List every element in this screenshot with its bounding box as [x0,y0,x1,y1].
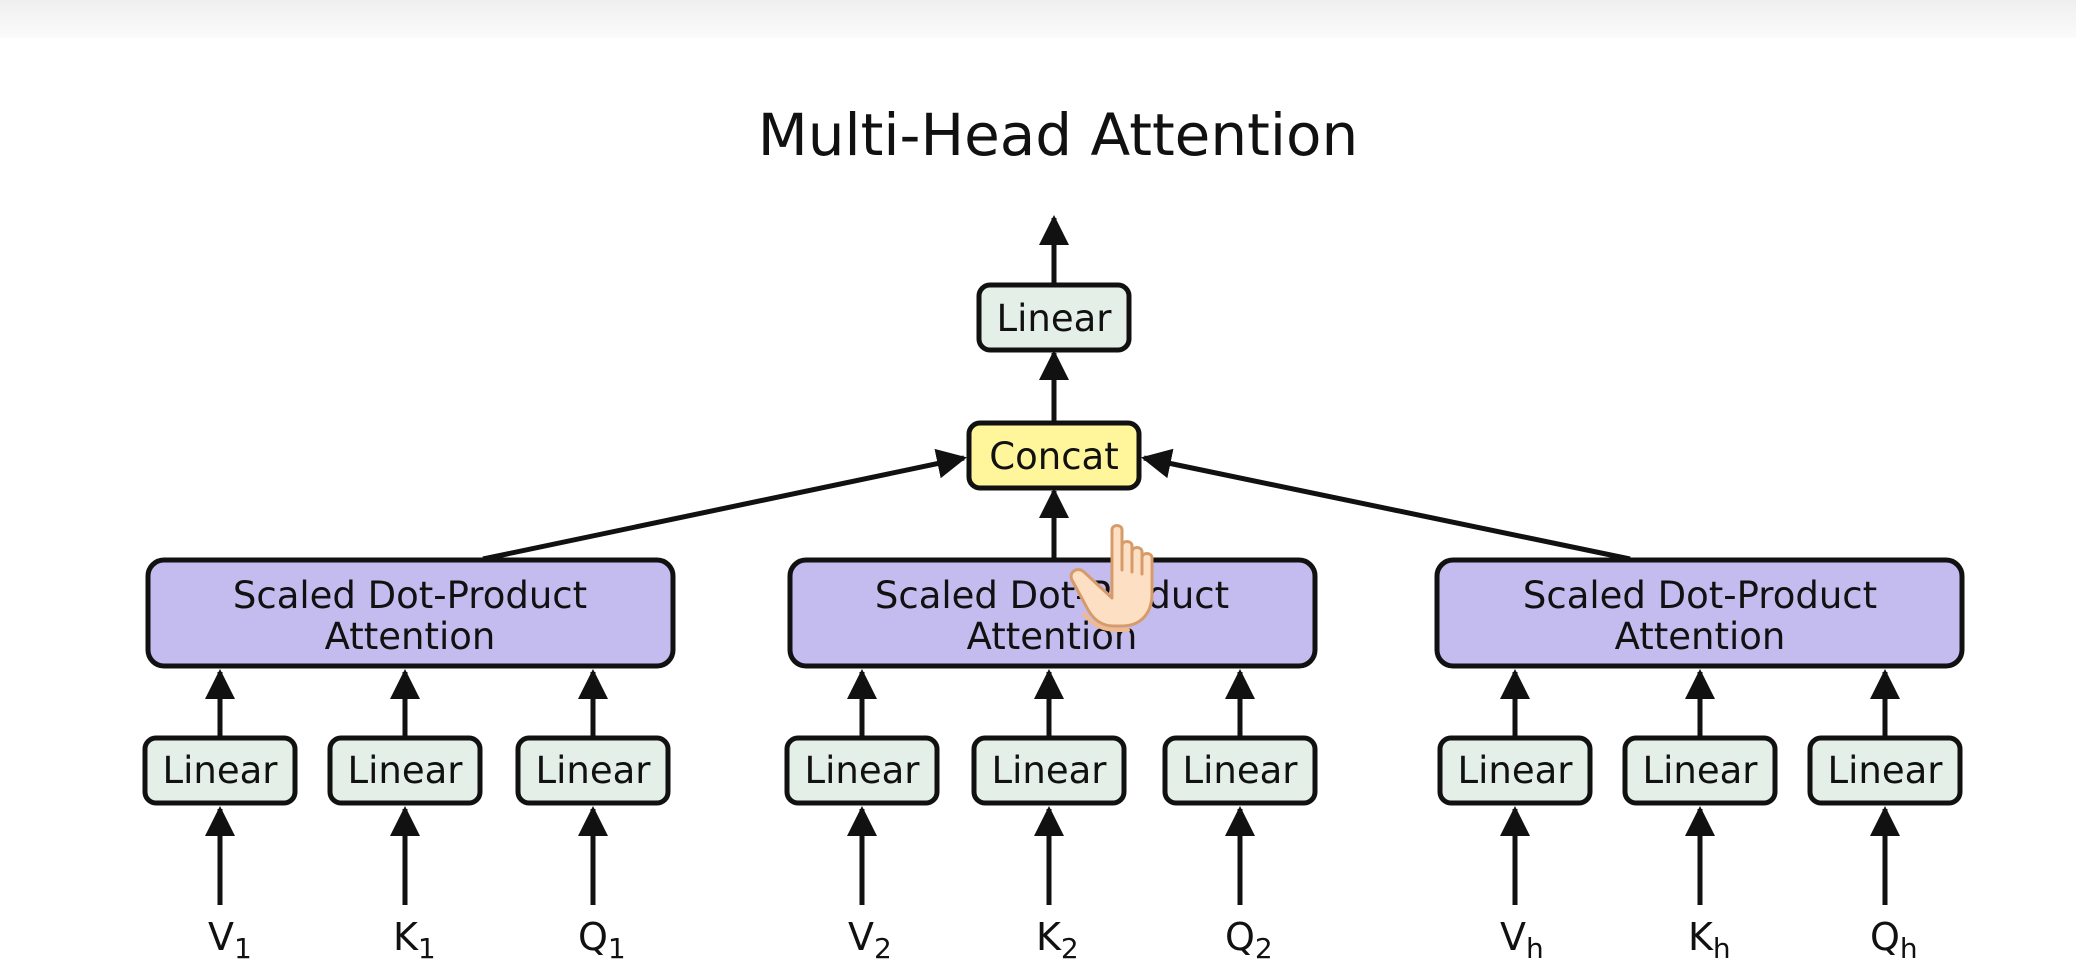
linear-label: Linear [1458,749,1574,792]
input-subscript: 2 [874,932,892,965]
input-letter: V [848,915,874,959]
linear-box [1437,735,1593,806]
linear-label: Linear [163,749,279,792]
attention-box [787,557,1318,669]
linear-label: Linear [348,749,464,792]
input-letter: K [1036,915,1062,959]
concat-block: Concat [966,420,1142,491]
input-label-q2: Q2 [1225,915,1273,965]
input-letter: Q [1225,915,1255,959]
linear-label: Linear [992,749,1108,792]
input-subscript: h [1713,932,1731,965]
linear-label: Linear [536,749,652,792]
input-label-vh: Vh [1500,915,1544,965]
linear-box [971,735,1127,806]
input-subscript: 1 [418,932,436,965]
diagram-title: Multi-Head Attention [758,101,1358,169]
top-bar [0,0,2076,38]
attention-label-line1: Scaled Dot-Product [1523,574,1877,617]
input-label-q1: Q1 [578,915,626,965]
attention-label-line1: Scaled Dot-Product [875,574,1229,617]
linear-box [1807,735,1963,806]
attention-label-line2: Attention [1615,615,1786,658]
input-subscript: h [1526,932,1544,965]
head-1-to-concat-arrow [482,448,967,562]
head-h-to-concat-arrow [1141,448,1631,562]
input-label-k2: K2 [1036,915,1079,965]
input-letter: V [208,915,234,959]
input-subscript: h [1900,932,1918,965]
input-subscript: 1 [608,932,626,965]
input-label-v2: V2 [848,915,892,965]
attention-label-line1: Scaled Dot-Product [233,574,587,617]
input-letter: K [1688,915,1714,959]
input-label-kh: Kh [1688,915,1731,965]
linear-label: Linear [1183,749,1299,792]
linear-box [1622,735,1778,806]
input-subscript: 2 [1061,932,1079,965]
input-letter: V [1500,915,1526,959]
attention-head-2: Scaled Dot-Product Attention Linear Line… [784,557,1318,965]
input-label-v1: V1 [208,915,252,965]
attention-box [1434,557,1965,669]
linear-box [327,735,483,806]
input-letter: K [393,915,419,959]
attention-label-line2: Attention [325,615,496,658]
attention-head-1: Scaled Dot-Product Attention Linear Line… [142,557,676,965]
linear-label: Linear [1643,749,1759,792]
input-letter: Q [578,915,608,959]
attention-head-h: Scaled Dot-Product Attention Linear Line… [1434,557,1965,965]
input-subscript: 2 [1255,932,1273,965]
input-label-k1: K1 [393,915,436,965]
linear-box [1162,735,1318,806]
output-linear-label: Linear [997,297,1113,340]
linear-label: Linear [1828,749,1944,792]
linear-box [515,735,671,806]
linear-box [142,735,298,806]
output-linear-block: Linear [976,282,1132,353]
attention-box [145,557,676,669]
input-subscript: 1 [234,932,252,965]
input-letter: Q [1870,915,1900,959]
hand-pointer-icon [1069,524,1154,632]
linear-box [784,735,940,806]
linear-label: Linear [805,749,921,792]
concat-label: Concat [989,435,1118,478]
input-label-qh: Qh [1870,915,1918,965]
